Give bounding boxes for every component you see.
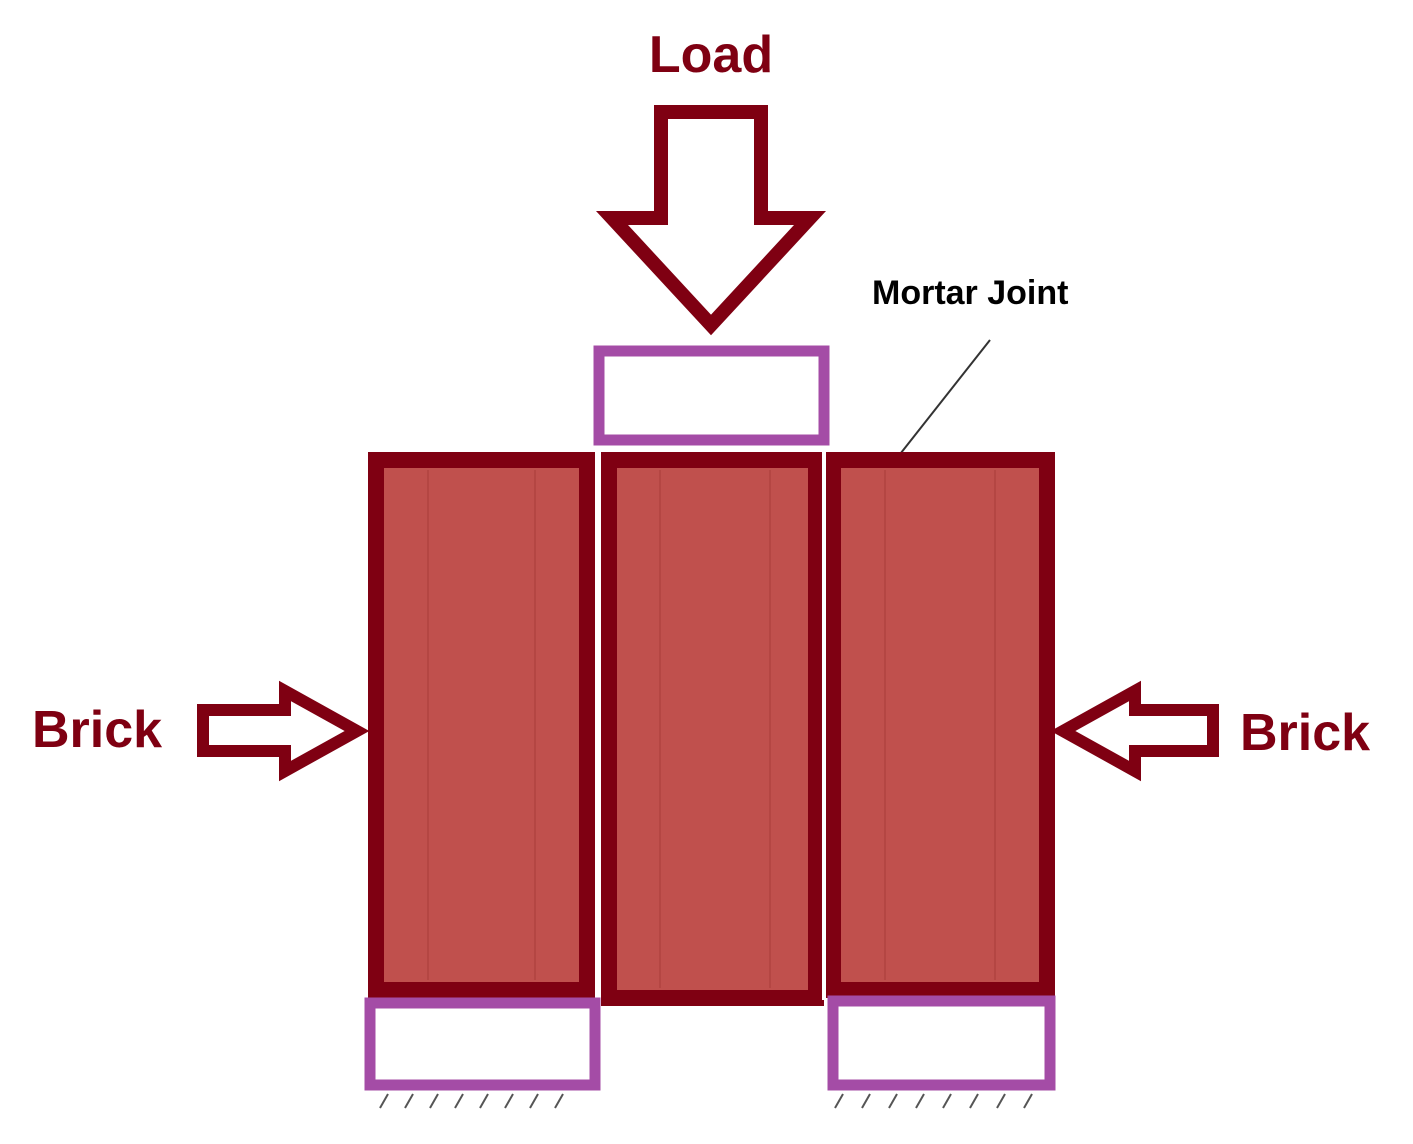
brick-middle xyxy=(601,452,824,1006)
ground-hatch-left xyxy=(379,1093,564,1109)
mortar-joint-left xyxy=(595,452,600,1000)
load-label: Load xyxy=(649,26,773,84)
load-arrow-icon xyxy=(595,105,827,336)
mortar-joint-right xyxy=(822,452,826,1000)
brick-label-right: Brick xyxy=(1240,704,1370,762)
top-loading-plate xyxy=(593,345,830,446)
brick-label-left: Brick xyxy=(32,701,162,759)
left-brick-arrow-icon xyxy=(197,680,370,782)
bottom-support-plate-right xyxy=(827,995,1056,1091)
right-brick-arrow-icon xyxy=(1050,680,1219,782)
bottom-support-plate-left xyxy=(364,997,601,1091)
mortar-joint-label: Mortar Joint xyxy=(872,274,1068,312)
brick-right xyxy=(825,452,1055,998)
brick-left xyxy=(368,452,595,998)
ground-hatch-right xyxy=(834,1093,1033,1109)
